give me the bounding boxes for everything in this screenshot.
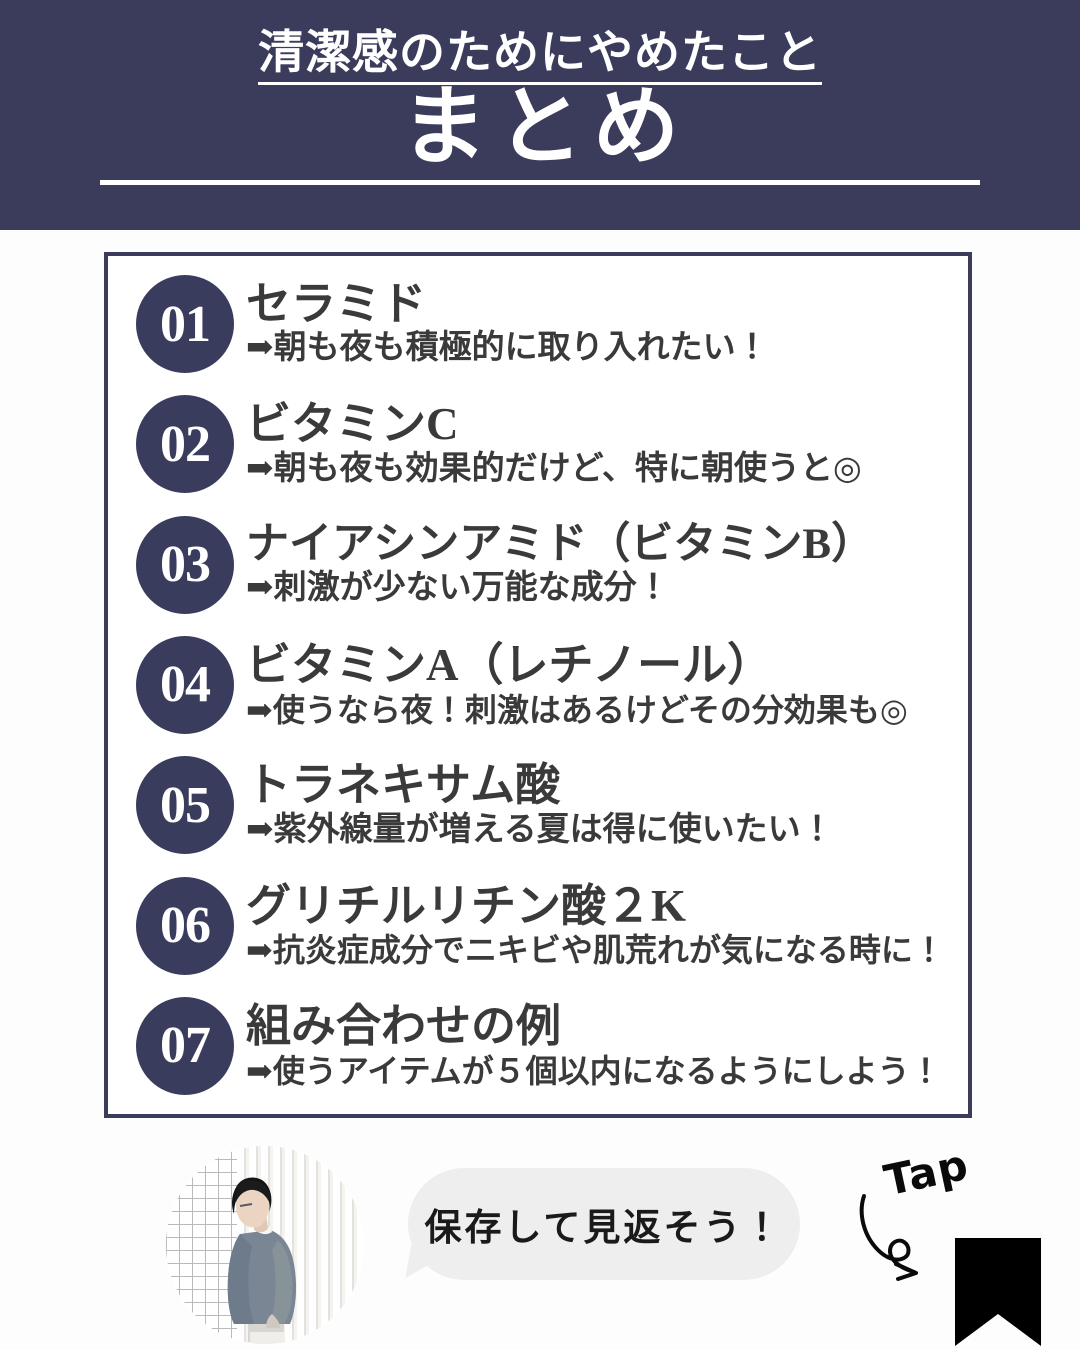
bookmark-save-icon[interactable] xyxy=(955,1238,1041,1346)
list-item-title: トラネキサム酸 xyxy=(246,760,561,810)
header-kicker-text: 清潔感のためにやめたこと xyxy=(258,27,822,85)
list-item: 02 ビタミンC ➡朝も夜も効果的だけど、特に朝使うと◎ xyxy=(136,385,958,503)
list-item-title: ナイアシンアミド（ビタミンB） xyxy=(246,520,875,568)
person-silhouette-icon xyxy=(227,1177,297,1344)
item-number-badge: 05 xyxy=(136,756,234,855)
list-item-subtitle: ➡使うアイテムが５個以内になるようにしよう！ xyxy=(246,1052,942,1089)
list-item-title: セラミド xyxy=(246,278,427,329)
list-item-subtitle: ➡刺激が少ない万能な成分！ xyxy=(246,569,670,606)
list-item-subtitle: ➡朝も夜も効果的だけど、特に朝使うと◎ xyxy=(246,450,862,487)
header-divider xyxy=(100,180,980,185)
speech-bubble: 保存して見返そう！ xyxy=(408,1168,800,1280)
curly-arrow-icon xyxy=(859,1194,918,1281)
item-number-badge: 06 xyxy=(136,876,234,975)
list-item: 06 グリチルリチン酸２K ➡抗炎症成分でニキビや肌荒れが気になる時に！ xyxy=(136,867,958,985)
list-item-text: 組み合わせの例 ➡使うアイテムが５個以内になるようにしよう！ xyxy=(246,1002,958,1089)
list-item: 03 ナイアシンアミド（ビタミンB） ➡刺激が少ない万能な成分！ xyxy=(136,506,958,624)
list-item-text: セラミド ➡朝も夜も積極的に取り入れたい！ xyxy=(246,280,958,369)
list-item: 07 組み合わせの例 ➡使うアイテムが５個以内になるようにしよう！ xyxy=(136,987,958,1105)
list-item-title: ビタミンC xyxy=(246,399,459,450)
list-item-text: ビタミンC ➡朝も夜も効果的だけど、特に朝使うと◎ xyxy=(246,400,958,489)
list-item-text: ナイアシンアミド（ビタミンB） ➡刺激が少ない万能な成分！ xyxy=(246,520,958,608)
list-item-subtitle: ➡使うなら夜！刺激はあるけどその分効果も◎ xyxy=(246,691,908,728)
list-item-title: ビタミンA（レチノール） xyxy=(246,640,773,691)
summary-list: 01 セラミド ➡朝も夜も積極的に取り入れたい！ 02 ビタミンC ➡朝も夜も効… xyxy=(108,256,968,1114)
list-item-text: グリチルリチン酸２K ➡抗炎症成分でニキビや肌荒れが気になる時に！ xyxy=(246,882,958,969)
photo-background-grid xyxy=(166,1146,238,1344)
item-number-badge: 01 xyxy=(136,275,234,374)
summary-list-box: 01 セラミド ➡朝も夜も積極的に取り入れたい！ 02 ビタミンC ➡朝も夜も効… xyxy=(104,252,972,1118)
list-item-text: トラネキサム酸 ➡紫外線量が増える夏は得に使いたい！ xyxy=(246,761,958,850)
footer-area: 保存して見返そう！ Tap xyxy=(0,1130,1080,1350)
item-number-badge: 03 xyxy=(136,515,234,614)
avatar xyxy=(166,1146,364,1344)
list-item: 05 トラネキサム酸 ➡紫外線量が増える夏は得に使いたい！ xyxy=(136,746,958,864)
item-number-badge: 02 xyxy=(136,395,234,494)
item-number-badge: 07 xyxy=(136,996,234,1095)
list-item: 01 セラミド ➡朝も夜も積極的に取り入れたい！ xyxy=(136,265,958,383)
list-item: 04 ビタミンA（レチノール） ➡使うなら夜！刺激はあるけどその分効果も◎ xyxy=(136,626,958,744)
list-item-text: ビタミンA（レチノール） ➡使うなら夜！刺激はあるけどその分効果も◎ xyxy=(246,641,958,728)
page-title: まとめ xyxy=(401,77,689,177)
header-banner: 清潔感のためにやめたこと まとめ xyxy=(0,0,1080,230)
list-item-title: グリチルリチン酸２K xyxy=(246,880,687,931)
speech-bubble-text: 保存して見返そう！ xyxy=(424,1206,784,1249)
list-item-title: 組み合わせの例 xyxy=(246,1001,562,1052)
item-number-badge: 04 xyxy=(136,635,234,734)
list-item-subtitle: ➡紫外線量が増える夏は得に使いたい！ xyxy=(246,811,834,848)
list-item-subtitle: ➡朝も夜も積極的に取り入れたい！ xyxy=(246,330,769,367)
header-kicker: 清潔感のためにやめたこと xyxy=(0,27,1080,85)
list-item-subtitle: ➡抗炎症成分でニキビや肌荒れが気になる時に！ xyxy=(246,932,945,969)
